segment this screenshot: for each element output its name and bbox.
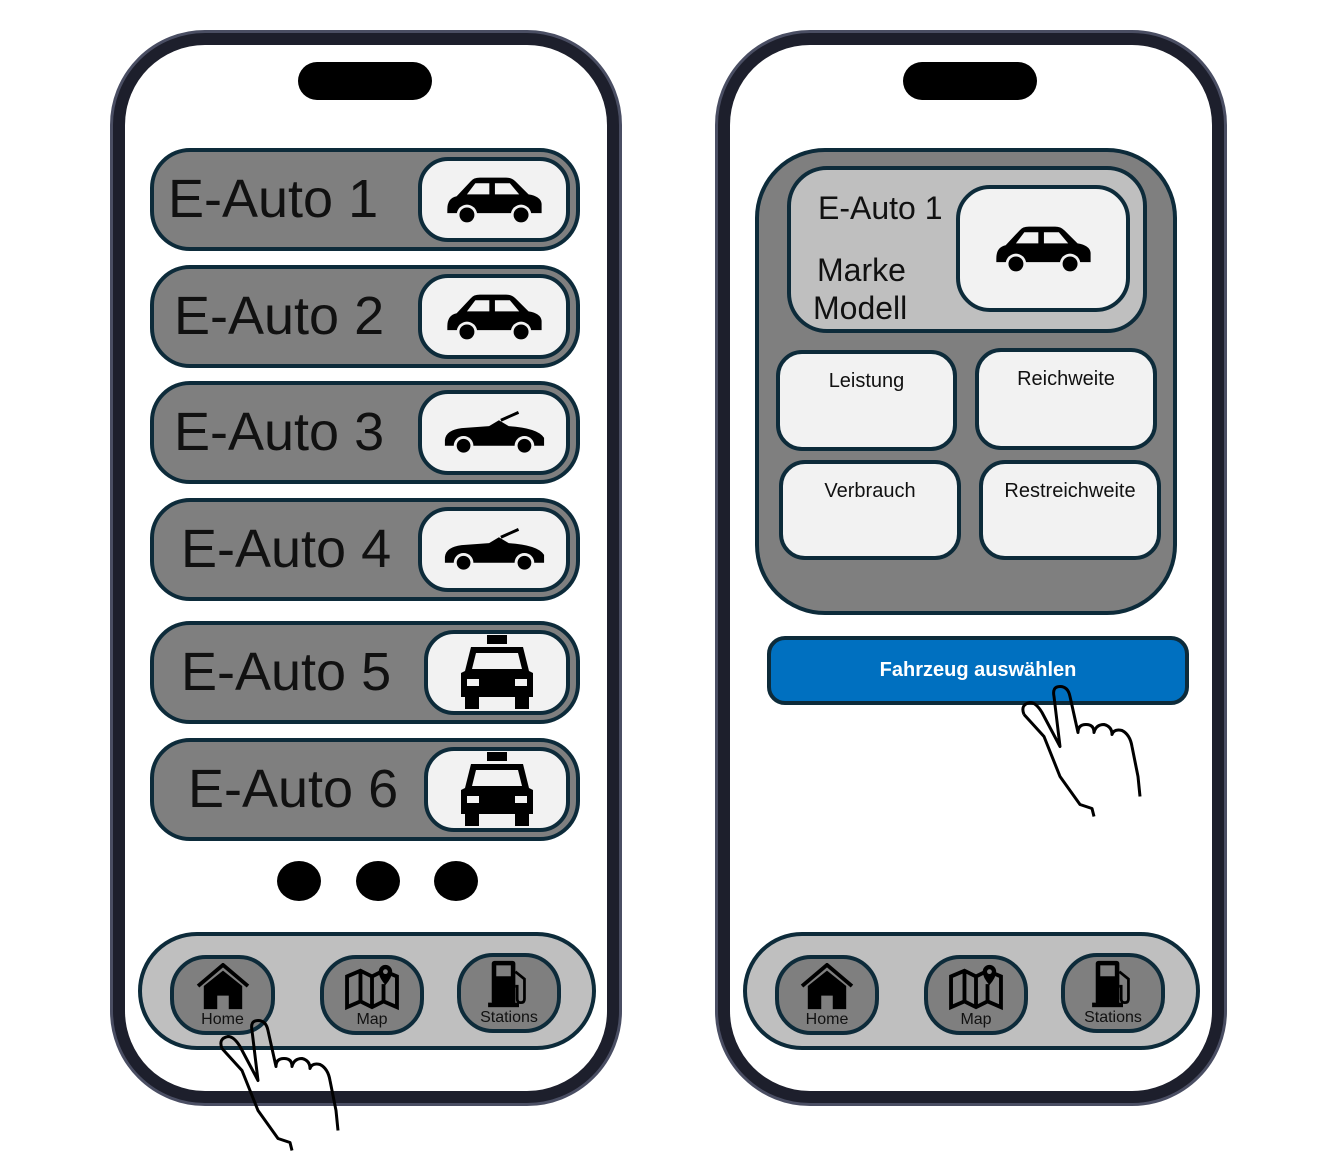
car-list-item-label: E-Auto 4 (181, 518, 392, 579)
tap-hand-icon (1020, 684, 1150, 819)
map-icon (343, 963, 401, 1011)
taxi-icon (457, 750, 537, 830)
car-list-item[interactable]: E-Auto 3 (150, 381, 580, 484)
car-list-item-label: E-Auto 2 (174, 285, 385, 346)
home-icon (194, 963, 252, 1011)
car-list-item[interactable]: E-Auto 4 (150, 498, 580, 601)
nav-home-label: Home (201, 1011, 244, 1028)
fuel-pump-icon (484, 959, 534, 1009)
car-list-item-label: E-Auto 6 (188, 758, 399, 819)
car-thumbnail (418, 274, 570, 359)
nav-map-label: Map (960, 1011, 992, 1028)
car-list-item[interactable]: E-Auto 6 (150, 738, 580, 841)
car-thumbnail (418, 157, 570, 242)
car-list-item[interactable]: E-Auto 1 (150, 148, 580, 251)
car-model: Modell (813, 290, 908, 326)
sedan-car-icon (991, 221, 1095, 277)
sedan-car-icon (442, 289, 546, 345)
car-thumbnail (418, 390, 570, 475)
tile-verbrauch: Verbrauch (779, 460, 961, 560)
car-list-item-label: E-Auto 5 (181, 641, 392, 702)
tile-reichweite: Reichweite (975, 348, 1157, 450)
car-list-item[interactable]: E-Auto 2 (150, 265, 580, 368)
tile-leistung: Leistung (776, 350, 957, 451)
nav-map-label: Map (356, 1011, 388, 1028)
car-image-box (956, 185, 1130, 312)
nav-home-button[interactable]: Home (170, 955, 275, 1035)
nav-map-button[interactable]: Map (924, 955, 1028, 1035)
car-thumbnail (418, 507, 570, 592)
dynamic-island (298, 62, 432, 100)
select-vehicle-button[interactable]: Fahrzeug auswählen (767, 636, 1189, 705)
car-thumbnail (424, 630, 570, 715)
car-thumbnail (424, 747, 570, 832)
tap-hand-icon (218, 1018, 348, 1153)
car-list-item-label: E-Auto 1 (168, 168, 379, 229)
nav-home-button[interactable]: Home (775, 955, 879, 1035)
map-icon (947, 963, 1005, 1011)
pagination-dot[interactable] (356, 861, 400, 901)
car-list-item-label: E-Auto 3 (174, 401, 385, 462)
nav-map-button[interactable]: Map (320, 955, 424, 1035)
nav-stations-button[interactable]: Stations (1061, 953, 1165, 1033)
car-list-item[interactable]: E-Auto 5 (150, 621, 580, 724)
convertible-car-icon (440, 408, 548, 458)
nav-stations-button[interactable]: Stations (457, 953, 561, 1033)
dynamic-island (903, 62, 1037, 100)
fuel-pump-icon (1088, 959, 1138, 1009)
car-title: E-Auto 1 (818, 190, 943, 226)
nav-home-label: Home (805, 1011, 849, 1028)
nav-stations-label: Stations (1084, 1009, 1142, 1026)
taxi-icon (457, 633, 537, 713)
nav-stations-label: Stations (480, 1009, 538, 1026)
sedan-car-icon (442, 172, 546, 228)
car-brand: Marke (817, 252, 906, 288)
tile-restreichweite: Restreichweite (979, 460, 1161, 560)
pagination-dot[interactable] (434, 861, 478, 901)
convertible-car-icon (440, 525, 548, 575)
home-icon (798, 963, 856, 1011)
pagination-dot[interactable] (277, 861, 321, 901)
